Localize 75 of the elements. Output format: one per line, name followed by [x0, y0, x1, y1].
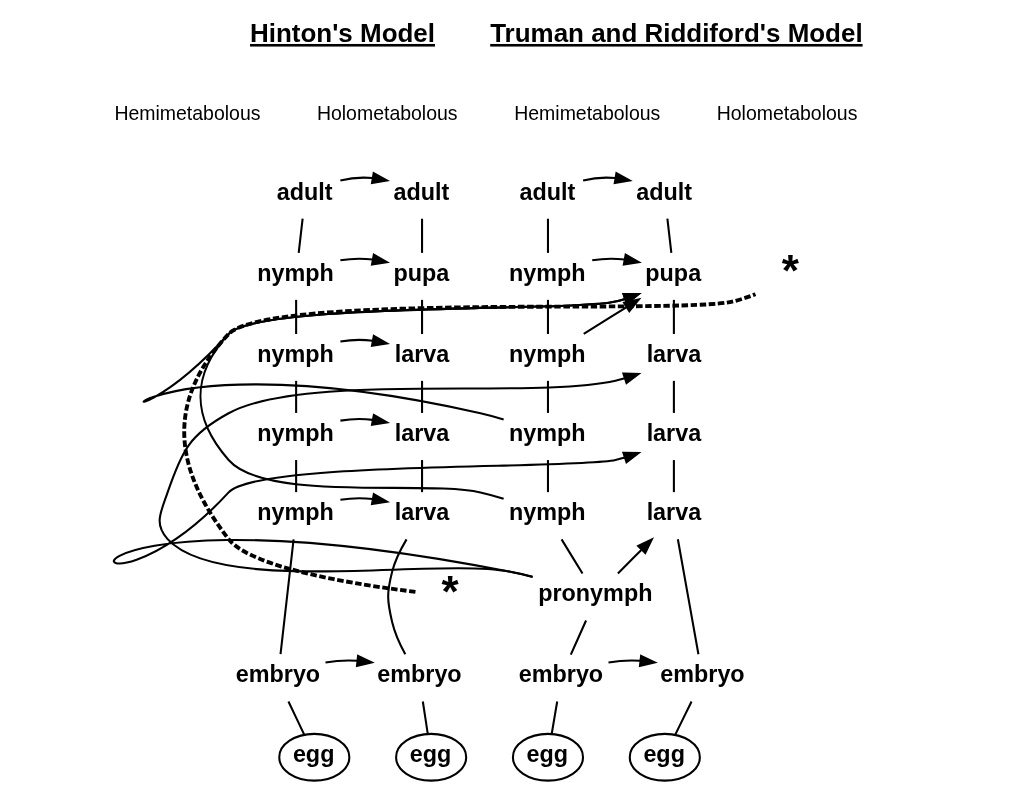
connector [665, 218, 672, 253]
connector [297, 218, 304, 253]
arrow [113, 451, 642, 578]
connector [386, 538, 407, 655]
connector [672, 460, 675, 493]
node-text: larva [394, 499, 449, 526]
connector [421, 701, 429, 734]
node-text: adult [635, 178, 692, 205]
node-ellipse: egg [511, 732, 584, 782]
node-text: larva [646, 420, 701, 447]
label: Hemimetabolous [513, 102, 660, 125]
arrow [339, 492, 390, 506]
connector [420, 380, 423, 413]
connector [294, 299, 297, 335]
connector [676, 539, 699, 655]
node-ellipse: egg [394, 732, 467, 782]
arrow [339, 253, 390, 266]
node-text: pupa [392, 259, 449, 286]
arrow [591, 253, 642, 266]
node-text: nymph [256, 499, 334, 526]
connector [420, 460, 423, 493]
label: Holometabolous [316, 102, 458, 125]
label: Truman and Riddiford's Model [489, 17, 863, 48]
node-ellipse: egg [628, 732, 701, 782]
node-text: * [781, 246, 799, 296]
connector [287, 701, 305, 736]
label: Hinton's Model [249, 17, 435, 48]
node-text: nymph [256, 340, 334, 367]
arrow [339, 413, 390, 427]
connector [546, 380, 549, 413]
node-ellipse: egg [277, 732, 350, 782]
arrow [607, 654, 658, 668]
node-text: embryo [376, 661, 462, 688]
node-text: nymph [256, 420, 334, 447]
connector [420, 218, 423, 253]
node-text: embryo [659, 661, 745, 688]
node-text: nymph [508, 340, 586, 367]
node-text: embryo [518, 661, 603, 688]
connector [294, 380, 297, 413]
connector [181, 292, 756, 594]
arrow [582, 171, 633, 185]
connector [546, 460, 549, 493]
arrow [339, 334, 390, 347]
node-text: adult [518, 178, 575, 205]
arrow [616, 537, 654, 575]
node-text: adult [392, 178, 449, 205]
node-text: adult [276, 178, 332, 205]
node-text: larva [646, 499, 701, 526]
label: Holometabolous [716, 102, 857, 125]
connector [546, 299, 549, 335]
node-text: larva [646, 340, 701, 367]
arrow [158, 372, 642, 578]
connector [569, 620, 587, 656]
connector [673, 701, 692, 736]
node-text: pronymph [537, 580, 652, 607]
connector [420, 299, 423, 335]
node-text: nymph [508, 420, 586, 447]
connector [560, 538, 583, 575]
arrow [339, 171, 390, 185]
node-text: larva [394, 340, 449, 367]
label: Hemimetabolous [113, 102, 260, 125]
arrow [324, 654, 375, 668]
connector [279, 539, 295, 655]
node-text: nymph [256, 259, 334, 286]
node-text: * [441, 566, 459, 616]
node-text: pupa [644, 259, 701, 286]
node-text: nymph [508, 499, 586, 526]
connector [672, 380, 675, 413]
connector [550, 701, 558, 734]
node-text: larva [394, 420, 449, 447]
connector [294, 460, 297, 493]
connector [546, 218, 549, 253]
node-text: embryo [235, 661, 320, 688]
node-text: nymph [508, 259, 586, 286]
connector [672, 299, 675, 335]
